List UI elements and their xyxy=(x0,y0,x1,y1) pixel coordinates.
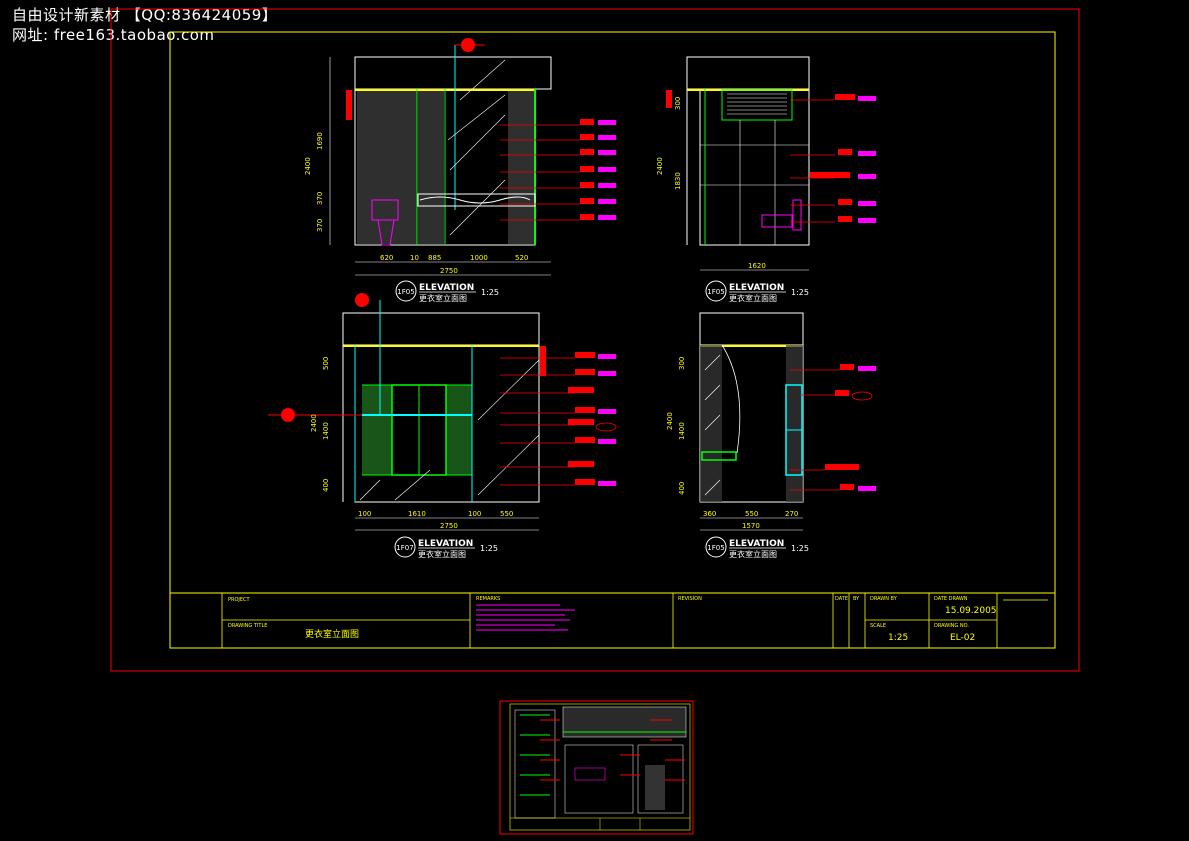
dim-1-bottom-2: 885 xyxy=(428,254,441,262)
dim-1-left-1: 2400 xyxy=(304,157,312,175)
dim-2-left-2: 1830 xyxy=(674,172,682,190)
dim-4-bottom-1: 550 xyxy=(745,510,758,518)
drawing-title-1: ELEVATION xyxy=(419,283,474,293)
dim-3-left-2: 1400 xyxy=(322,422,330,440)
tb-by-label: BY xyxy=(853,596,860,602)
drawing-subtitle-3: 更衣室立面图 xyxy=(418,549,466,559)
dim-3-bottom-0: 100 xyxy=(358,510,371,518)
tb-project-label: PROJECT xyxy=(228,597,251,603)
dim-4-left-0: 300 xyxy=(678,357,686,370)
dim-1-bottom-4: 520 xyxy=(515,254,528,262)
tb-date-value: 15.09.2005 xyxy=(945,606,997,616)
dim-4-left-1: 2400 xyxy=(666,412,674,430)
dim-3-left-3: 400 xyxy=(322,479,330,492)
dim-4-left-2: 1400 xyxy=(678,422,686,440)
tb-drawn-label: DRAWN BY xyxy=(870,596,898,602)
sheet-border-red xyxy=(110,8,1080,672)
drawing-subtitle-1: 更衣室立面图 xyxy=(419,293,467,303)
tb-notes-label: REMARKS xyxy=(476,596,500,602)
drawing-subtitle-2: 更衣室立面图 xyxy=(729,293,777,303)
drawing-label-2: 1F05 ELEVATION 更衣室立面图 1:25 xyxy=(705,280,809,303)
dim-1-bottom-1: 10 xyxy=(410,254,419,262)
tb-drawing-no: EL-02 xyxy=(950,633,975,643)
tb-scale-value: 1:25 xyxy=(888,633,908,643)
drawing-ref-4: 1F05 xyxy=(707,544,724,552)
dim-1-bottom-3: 1000 xyxy=(470,254,488,262)
drawing-label-3: 1F07 ELEVATION 更衣室立面图 1:25 xyxy=(394,536,498,559)
drawing-subtitle-4: 更衣室立面图 xyxy=(729,549,777,559)
drawing-scale-2: 1:25 xyxy=(791,288,809,297)
watermark-line-2: 网址: free163.taobao.com xyxy=(12,26,215,44)
drawing-title-4: ELEVATION xyxy=(729,539,784,549)
dim-3-left-1: 2400 xyxy=(310,414,318,432)
drawing-title-2: ELEVATION xyxy=(729,283,784,293)
title-block-labels: PROJECT DRAWING TITLE REMARKS REVISION D… xyxy=(228,596,969,629)
elevation-2: 1620 300 2400 1830 xyxy=(656,56,876,271)
tb-remark-lines xyxy=(476,604,575,631)
drawing-frame-yellow xyxy=(169,31,1056,649)
tb-date-head-label: DATE DRAWN xyxy=(934,596,968,602)
tb-drawing-label: DRAWING TITLE xyxy=(228,623,267,629)
watermark-line-1: 自由设计新素材 【QQ:836424059】 xyxy=(12,6,278,24)
dim-1-left-0: 1690 xyxy=(316,132,324,150)
tb-scale-label: SCALE xyxy=(870,623,886,629)
dim-3-bottom-3: 550 xyxy=(500,510,513,518)
dim-3-bottom-1: 1610 xyxy=(408,510,426,518)
dim-2-bottom: 1620 xyxy=(748,262,766,270)
dim-4-bottom-2: 270 xyxy=(785,510,798,518)
drawing-scale-3: 1:25 xyxy=(480,544,498,553)
drawing-label-4: 1F05 ELEVATION 更衣室立面图 1:25 xyxy=(705,536,809,559)
drawing-ref-1: 1F05 xyxy=(397,288,414,296)
dim-2-left-0: 300 xyxy=(674,97,682,110)
dim-3-left-0: 500 xyxy=(322,357,330,370)
dim-1-left-2: 370 xyxy=(316,192,324,205)
dim-1-total: 2750 xyxy=(440,267,458,275)
title-block xyxy=(221,593,998,648)
tb-drawing-title: 更衣室立面图 xyxy=(305,628,359,640)
dim-1-left-3: 370 xyxy=(316,219,324,232)
thumbnail-preview[interactable] xyxy=(499,700,694,835)
drawing-title-3: ELEVATION xyxy=(418,539,473,549)
tb-revision-label: REVISION xyxy=(678,596,702,602)
dim-4-total: 1570 xyxy=(742,522,760,530)
elevation-4: 360 550 270 1570 300 2400 1400 400 xyxy=(666,312,876,531)
drawing-ref-3: 1F07 xyxy=(396,544,413,552)
drawing-scale-1: 1:25 xyxy=(481,288,499,297)
drawing-label-1: 1F05 ELEVATION 更衣室立面图 1:25 xyxy=(395,280,499,303)
dim-3-total: 2750 xyxy=(440,522,458,530)
drawing-scale-4: 1:25 xyxy=(791,544,809,553)
tb-dno-label: DRAWING NO. xyxy=(934,623,969,629)
elevation-3: 100 1610 100 550 2750 500 2400 1400 400 xyxy=(268,293,617,531)
tb-date-label: DATE xyxy=(835,596,848,602)
dim-4-left-3: 400 xyxy=(678,482,686,495)
dim-3-bottom-2: 100 xyxy=(468,510,481,518)
dim-4-bottom-0: 360 xyxy=(703,510,716,518)
elevation-1: 620 10 885 1000 520 2750 1690 2400 370 3… xyxy=(304,38,616,276)
dim-1-bottom-0: 620 xyxy=(380,254,393,262)
drawing-ref-2: 1F05 xyxy=(707,288,724,296)
dim-2-left-1: 2400 xyxy=(656,157,664,175)
